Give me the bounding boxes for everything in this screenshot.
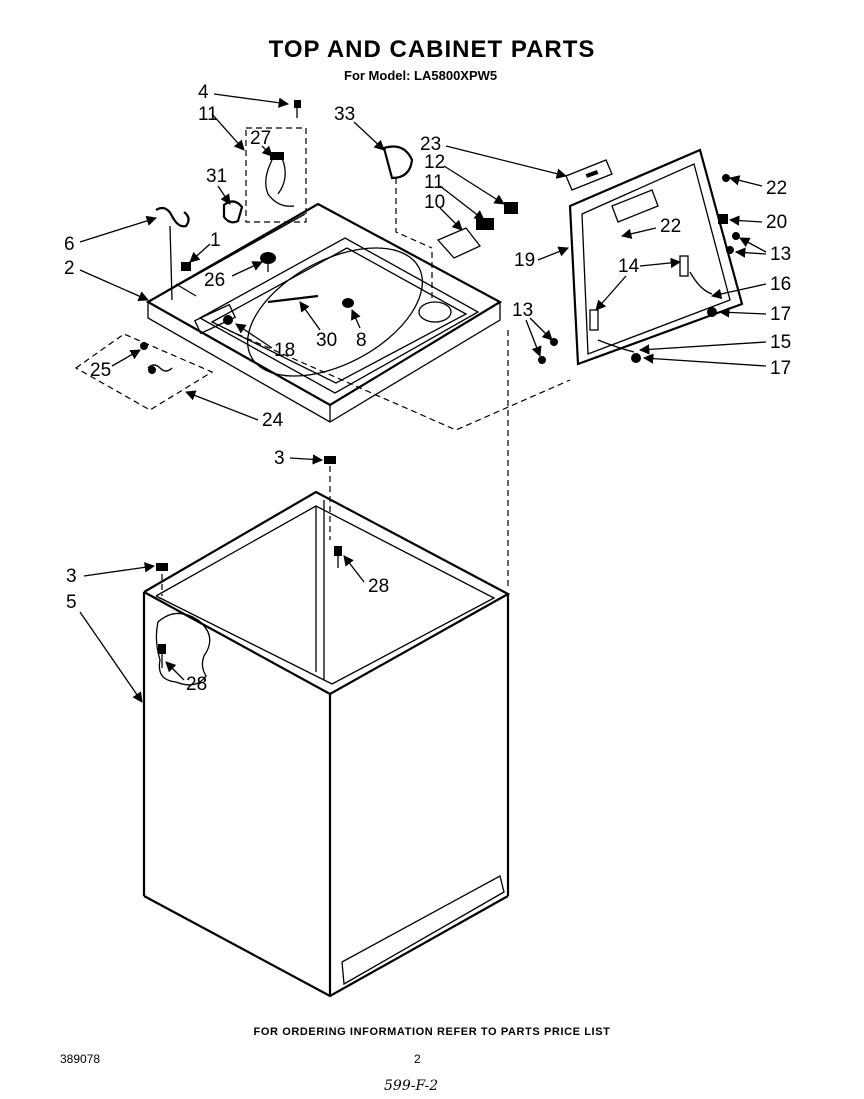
part-18-hinge <box>193 303 237 335</box>
callout-20: 20 <box>728 212 787 233</box>
document-number: 389078 <box>60 1052 101 1066</box>
svg-text:12: 12 <box>424 152 445 173</box>
svg-text:5: 5 <box>66 592 77 613</box>
svg-text:2: 2 <box>64 258 75 279</box>
callout-31: 31 <box>206 166 231 205</box>
part-4-screw <box>294 100 301 118</box>
part-31-clip <box>222 200 244 224</box>
callout-23: 23 <box>420 134 568 179</box>
callout-25: 25 <box>90 349 141 381</box>
svg-text:8: 8 <box>356 330 367 351</box>
callout-13-left: 13 <box>512 300 553 357</box>
svg-text:24: 24 <box>262 410 284 431</box>
svg-text:11: 11 <box>198 104 218 125</box>
callout-6: 6 <box>64 215 157 255</box>
svg-text:30: 30 <box>316 330 337 351</box>
dashed-box-25 <box>74 333 214 411</box>
part-27-harness <box>265 152 295 207</box>
svg-text:33: 33 <box>334 104 355 125</box>
callout-8: 8 <box>351 309 367 351</box>
part-1-nut <box>181 262 191 271</box>
page-number: 2 <box>414 1052 421 1066</box>
part-26-button <box>260 252 276 272</box>
svg-text:18: 18 <box>274 340 295 361</box>
guide-line-33 <box>395 178 433 249</box>
callout-26: 26 <box>204 261 263 291</box>
lid-assembly <box>538 148 744 366</box>
callout-16: 16 <box>710 274 791 300</box>
callout-28-front: 28 <box>165 661 207 695</box>
callout-22-outer: 22 <box>728 175 787 199</box>
callout-10: 10 <box>424 192 463 231</box>
part-8-screw <box>342 298 354 308</box>
svg-text:17: 17 <box>770 304 791 325</box>
callout-11: 11 <box>424 172 485 221</box>
svg-text:3: 3 <box>66 566 77 587</box>
callout-28-rear: 28 <box>343 555 389 597</box>
cabinet-assembly <box>142 456 511 998</box>
svg-text:20: 20 <box>766 212 787 233</box>
svg-text:3: 3 <box>274 448 285 469</box>
top-assembly <box>145 202 503 423</box>
callout-3-rear: 3 <box>274 448 324 469</box>
svg-text:13: 13 <box>770 244 791 265</box>
page-title: TOP AND CABINET PARTS <box>268 36 596 63</box>
svg-text:22: 22 <box>660 216 681 237</box>
callout-4: 4 <box>198 82 290 108</box>
svg-text:16: 16 <box>770 274 791 295</box>
callout-12: 12 <box>424 152 505 205</box>
part-30-rod <box>267 294 319 304</box>
svg-text:11: 11 <box>424 172 444 193</box>
svg-text:31: 31 <box>206 166 227 187</box>
callout-15: 15 <box>638 332 791 355</box>
svg-text:6: 6 <box>64 234 75 255</box>
svg-text:27: 27 <box>250 128 271 149</box>
part-33-lid-bumper <box>382 145 414 180</box>
svg-text:13: 13 <box>512 300 533 321</box>
callout-17-lower: 17 <box>642 353 791 379</box>
svg-text:28: 28 <box>186 674 207 695</box>
callout-2: 2 <box>64 258 149 301</box>
handwritten-note: 599-F-2 <box>384 1078 439 1094</box>
svg-text:1: 1 <box>210 230 221 251</box>
callout-33: 33 <box>334 104 385 151</box>
svg-text:4: 4 <box>198 82 209 103</box>
guide-line-lid <box>227 329 571 431</box>
callout-24: 24 <box>185 390 284 431</box>
callout-5: 5 <box>66 592 143 703</box>
svg-text:22: 22 <box>766 178 787 199</box>
part-10-12-switch <box>436 202 518 259</box>
svg-text:15: 15 <box>770 332 791 353</box>
callout-13-right: 13 <box>734 237 791 265</box>
callout-18: 18 <box>235 323 295 361</box>
callout-30: 30 <box>299 301 337 351</box>
ordering-footer: FOR ORDERING INFORMATION REFER TO PARTS … <box>253 1026 611 1038</box>
callout-19: 19 <box>514 246 569 271</box>
part-6-bracket <box>155 206 190 301</box>
callout-22-inner: 22 <box>620 216 681 239</box>
svg-text:10: 10 <box>424 192 445 213</box>
callout-14: 14 <box>595 256 682 311</box>
svg-text:25: 25 <box>90 360 111 381</box>
svg-text:28: 28 <box>368 576 389 597</box>
svg-text:23: 23 <box>420 134 441 155</box>
svg-text:14: 14 <box>618 256 640 277</box>
callout-27: 27 <box>250 128 273 157</box>
svg-text:26: 26 <box>204 270 225 291</box>
callout-1: 1 <box>189 230 221 263</box>
callout-9: 11 <box>198 104 245 151</box>
part-25-spring <box>140 342 173 374</box>
svg-text:17: 17 <box>770 358 791 379</box>
svg-text:19: 19 <box>514 250 535 271</box>
callout-17-upper: 17 <box>718 304 791 325</box>
dashed-box-27 <box>245 127 307 223</box>
model-subtitle: For Model: LA5800XPW5 <box>344 68 498 83</box>
callout-3-front: 3 <box>66 562 156 587</box>
